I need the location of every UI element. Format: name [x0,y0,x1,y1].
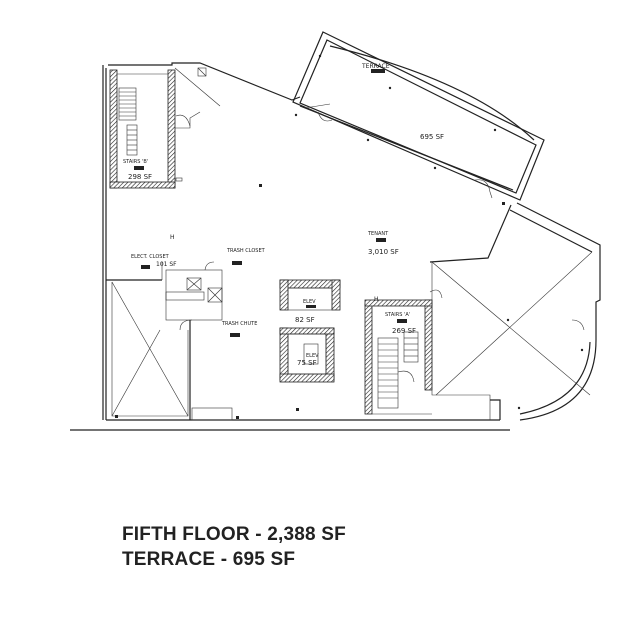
terrace-area-label: 695 SF [420,133,444,141]
stairs-a: H STAIRS 'A' 269 SF [364,289,443,415]
stairs-b-area: 298 SF [128,173,152,181]
terrace-area: TERRACE 695 SF [292,31,545,201]
service-core: ELECT. CLOSET TRASH CLOSET 101 SF TRASH … [106,248,266,420]
elev-top-area: 82 SF [295,316,315,324]
terrace-label: TERRACE [361,63,390,70]
elect-closet-label: ELECT. CLOSET [131,254,170,260]
floor-area-caption: FIFTH FLOOR - 2,388 SF [122,524,346,545]
stairs-b-label: STAIRS 'B' [123,159,148,165]
stair-treads-a [377,331,419,409]
elev-bottom-label: ELEV [306,353,319,359]
terrace-area-caption: TERRACE - 695 SF [122,549,296,570]
svg-text:H: H [170,234,175,241]
elevator-bottom: ELEV 75 SF [279,327,335,383]
elev-top-label: ELEV [303,299,316,305]
stair-treads-b [118,87,138,156]
svg-text:H: H [374,296,379,303]
stairs-b: STAIRS 'B' 298 SF [109,69,176,189]
lower-left-room [111,281,189,417]
trash-chute-label: TRASH CHUTE [221,321,257,327]
floor-plan: TERRACE 695 SF STAIRS 'B' 298 SF [70,31,601,431]
stairs-a-area: 269 SF [392,327,416,335]
tenant-area: 3,010 SF [368,248,399,256]
elevator-top: ELEV 82 SF [279,279,341,324]
tenant-label: TENANT [367,231,389,237]
bottom-wall-details [115,177,299,421]
stairs-a-label: STAIRS 'A' [385,312,410,318]
elev-bottom-area: 75 SF [297,359,317,367]
lower-right-room [431,251,593,420]
tenant-area: H TENANT 3,010 SF [170,67,505,256]
trash-closet-label: TRASH CLOSET [226,248,266,254]
building-outline [70,62,601,431]
elect-closet-area: 101 SF [156,261,177,268]
